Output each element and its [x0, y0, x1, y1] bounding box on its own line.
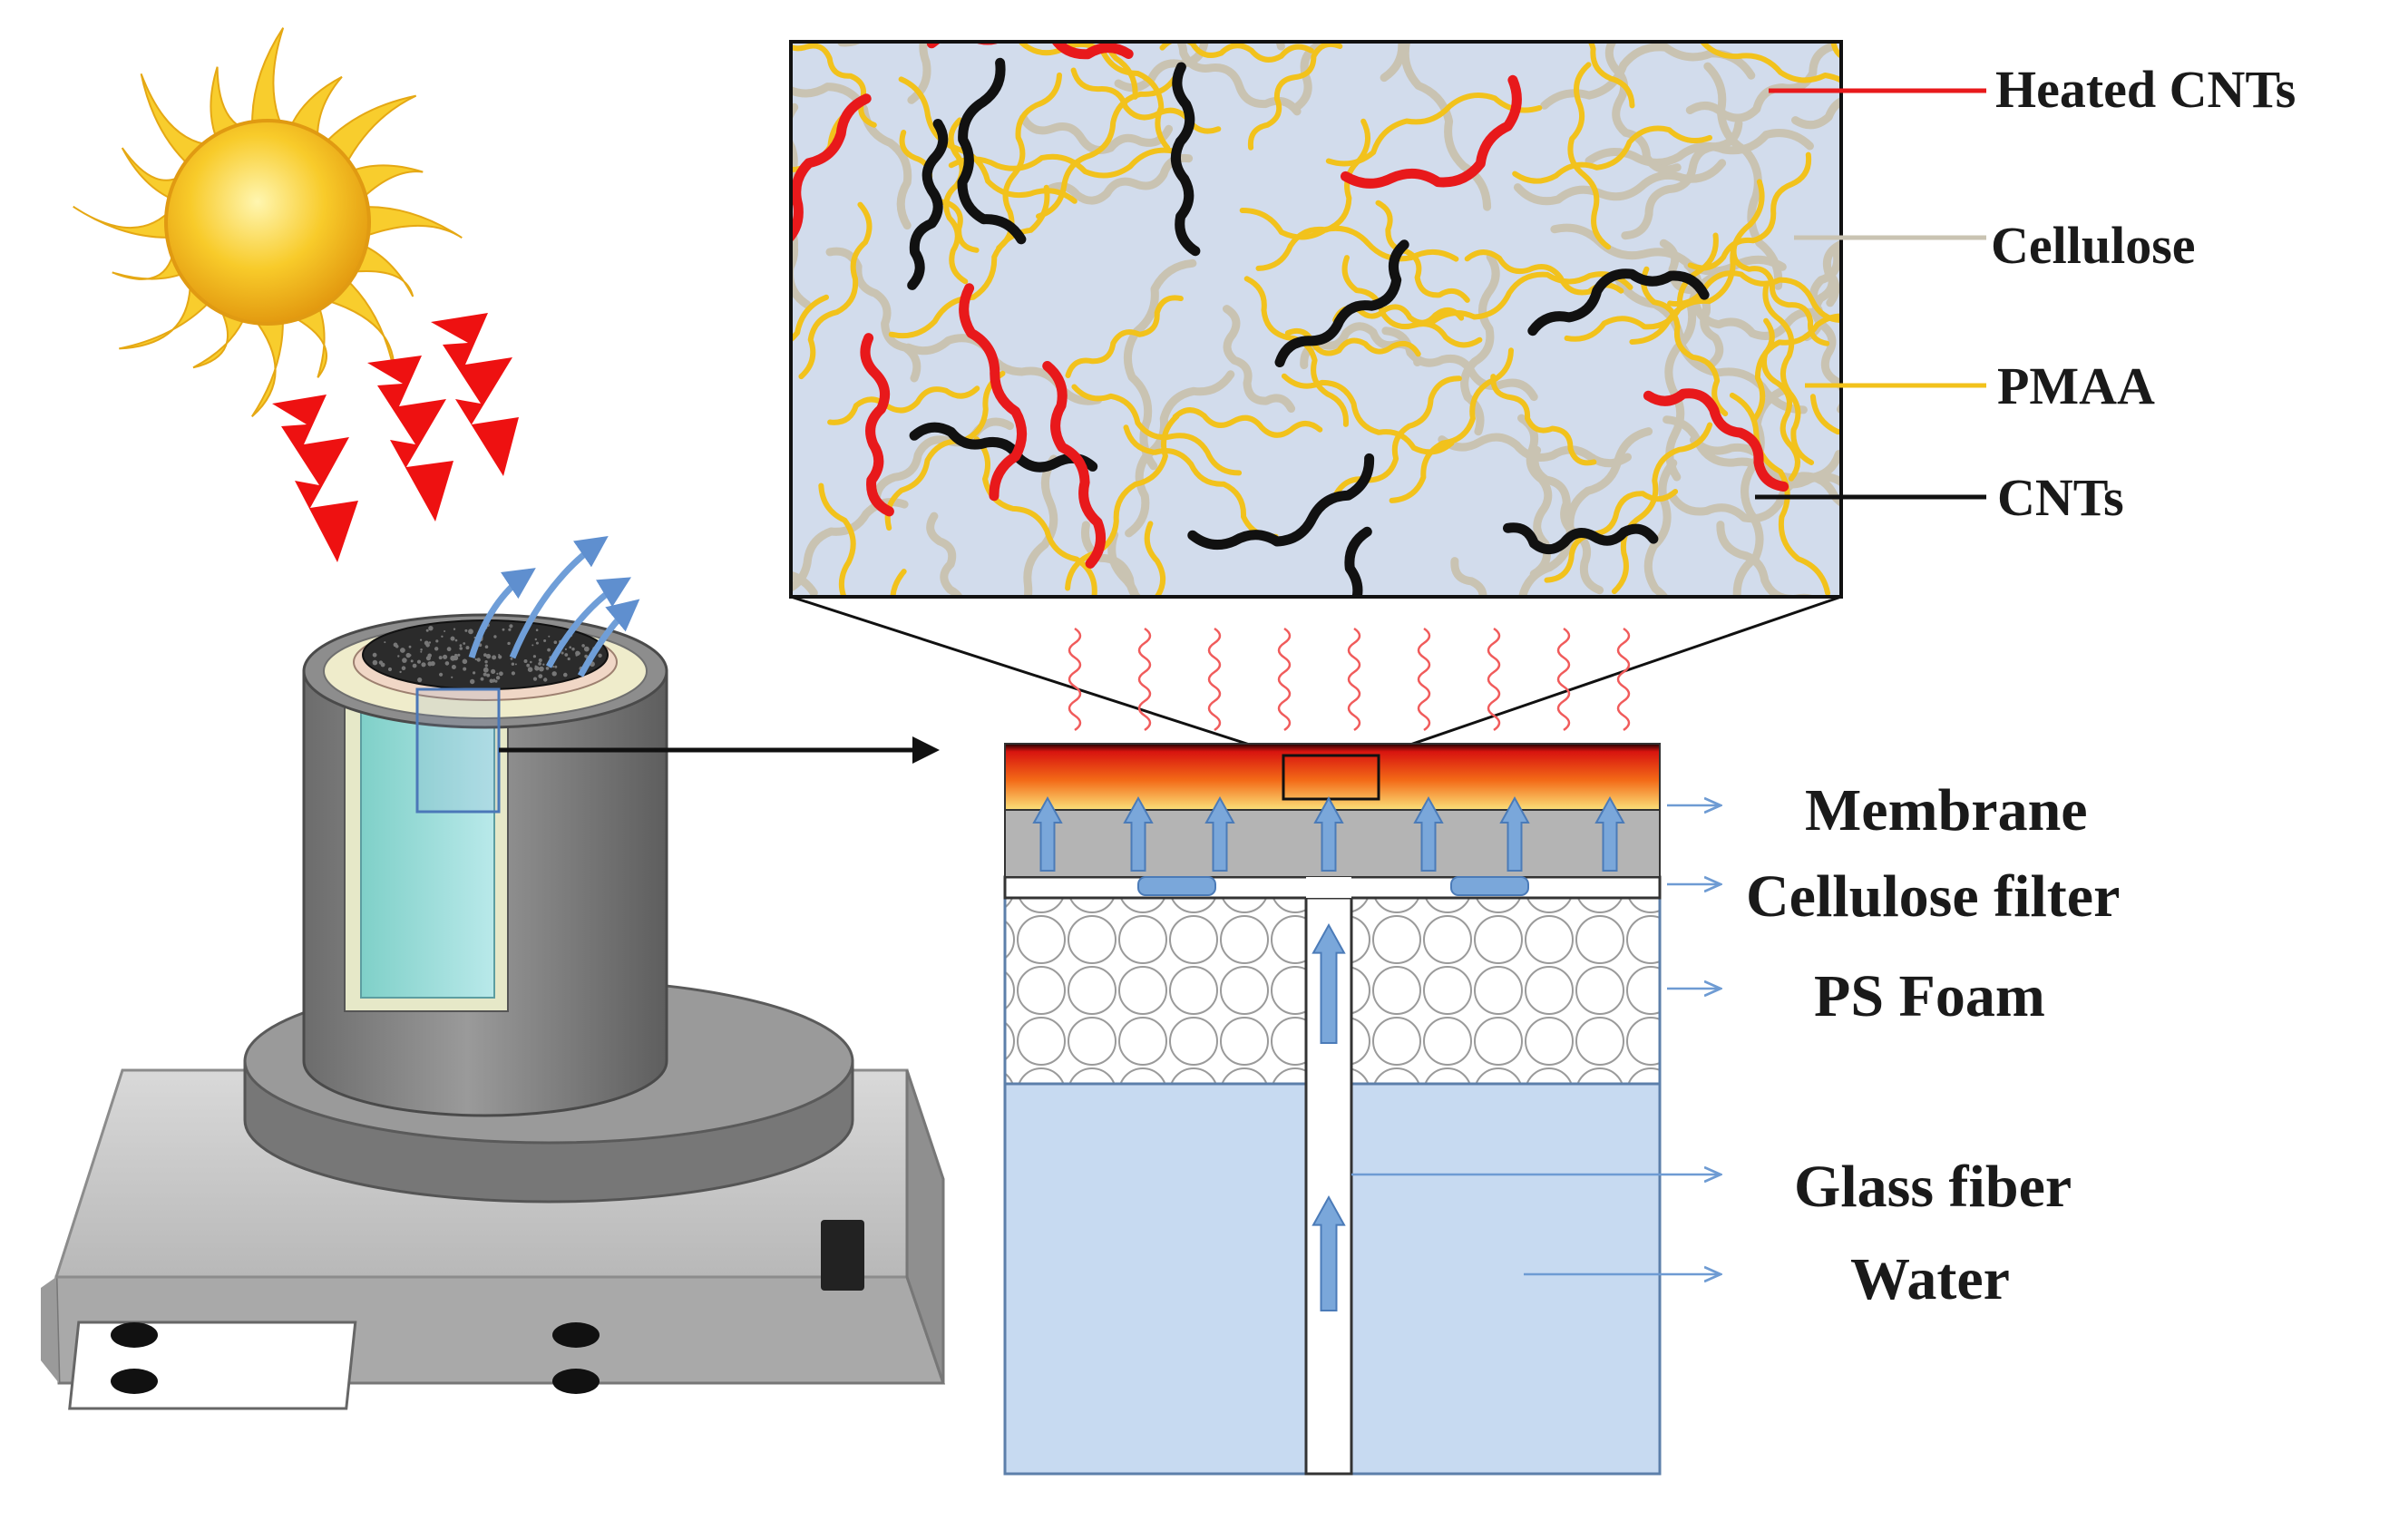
- label-cellulose: Cellulose: [1991, 216, 2196, 275]
- microstructure-zoom-panel: [789, 40, 1843, 599]
- label-membrane: Membrane: [1805, 777, 2088, 843]
- vapor-arrows: [468, 536, 640, 677]
- label-pmaa: PMAA: [1997, 356, 2155, 415]
- label-ps-foam: PS Foam: [1814, 963, 2045, 1029]
- balance-switch: [821, 1220, 864, 1291]
- balance-buttons: [111, 1322, 600, 1394]
- label-cellulose-filter: Cellulose filter: [1746, 863, 2120, 930]
- fiber-network: [791, 42, 1841, 597]
- label-glass-fiber: Glass fiber: [1794, 1154, 2072, 1220]
- heat-waves: [1068, 627, 1631, 732]
- label-water: Water: [1850, 1246, 2010, 1312]
- label-cnts: CNTs: [1997, 468, 2124, 527]
- cross-section-schematic: [1003, 743, 1662, 1476]
- zoom-connector-lines: [790, 595, 1842, 757]
- evaporation-vessel: [302, 613, 668, 1117]
- microstructure-label-lines: [1755, 88, 1986, 500]
- sunlight-lightning-icon: [272, 313, 519, 562]
- water-transport-arrows: [1032, 795, 1625, 1311]
- sun-icon: [73, 27, 463, 418]
- label-pointers: [1351, 805, 1719, 1274]
- zoom-region-box: [1282, 754, 1380, 801]
- label-heated-cnts: Heated CNTs: [1995, 60, 2296, 119]
